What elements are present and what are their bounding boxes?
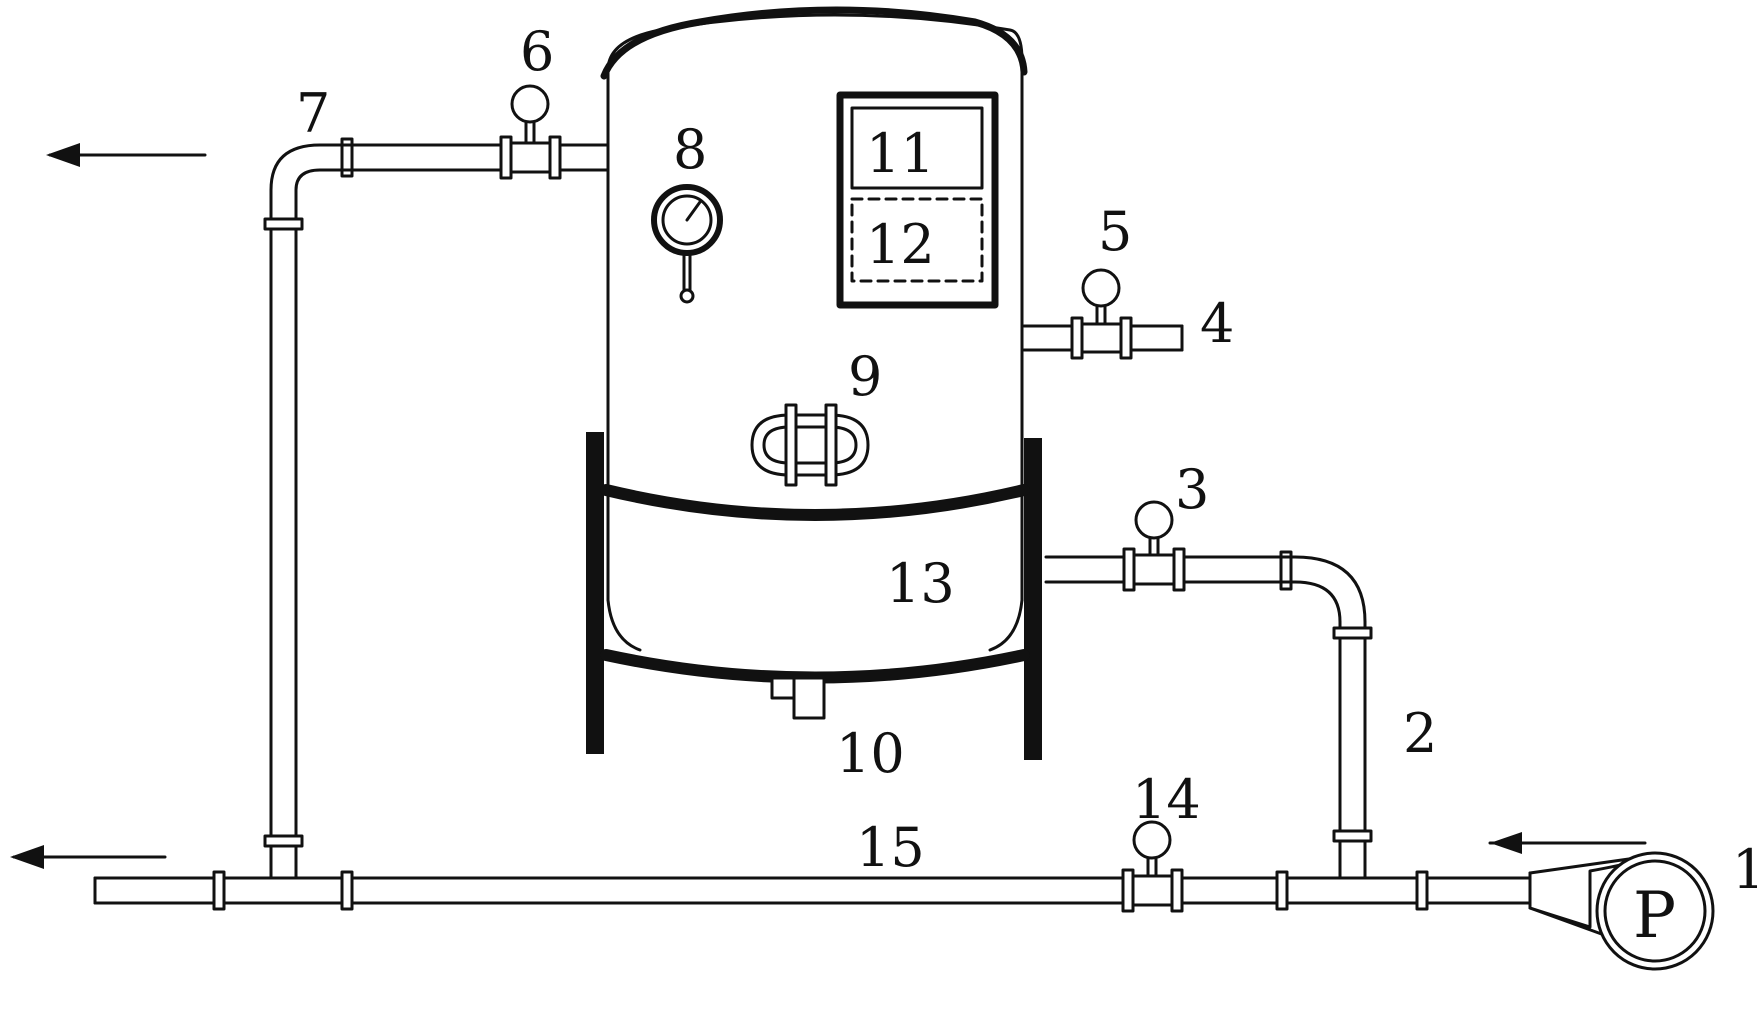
drain-outlet (770, 676, 826, 720)
valve-3 (1122, 500, 1186, 592)
label-13: 13 (886, 552, 955, 615)
label-14: 14 (1132, 768, 1201, 831)
label-11: 11 (866, 122, 935, 185)
pump-letter: P (1633, 879, 1676, 953)
label-10: 10 (836, 722, 905, 785)
pump: P (1528, 851, 1715, 971)
label-12: 12 (866, 213, 935, 276)
label-6: 6 (520, 20, 554, 83)
manhole-9 (750, 403, 870, 487)
outflow-arrow-top (46, 143, 207, 167)
label-4: 4 (1200, 292, 1234, 355)
pipe-7 (263, 137, 610, 880)
tank-stand (586, 432, 1042, 760)
label-3: 3 (1175, 458, 1209, 521)
label-5: 5 (1098, 200, 1132, 263)
label-15: 15 (856, 816, 925, 879)
main-pipe (93, 870, 1532, 911)
label-1: 1 (1732, 838, 1757, 901)
pipe-2 (1044, 550, 1373, 880)
inflow-arrow (1488, 832, 1647, 854)
label-9: 9 (848, 345, 882, 408)
valve-14 (1121, 820, 1184, 913)
control-box (836, 91, 999, 309)
outflow-arrow-bottom (10, 845, 167, 869)
label-8: 8 (673, 118, 707, 181)
gauge-8 (651, 184, 723, 304)
label-2: 2 (1403, 702, 1437, 765)
valve-6 (499, 84, 562, 180)
label-7: 7 (296, 82, 330, 145)
valve-5 (1070, 268, 1133, 360)
